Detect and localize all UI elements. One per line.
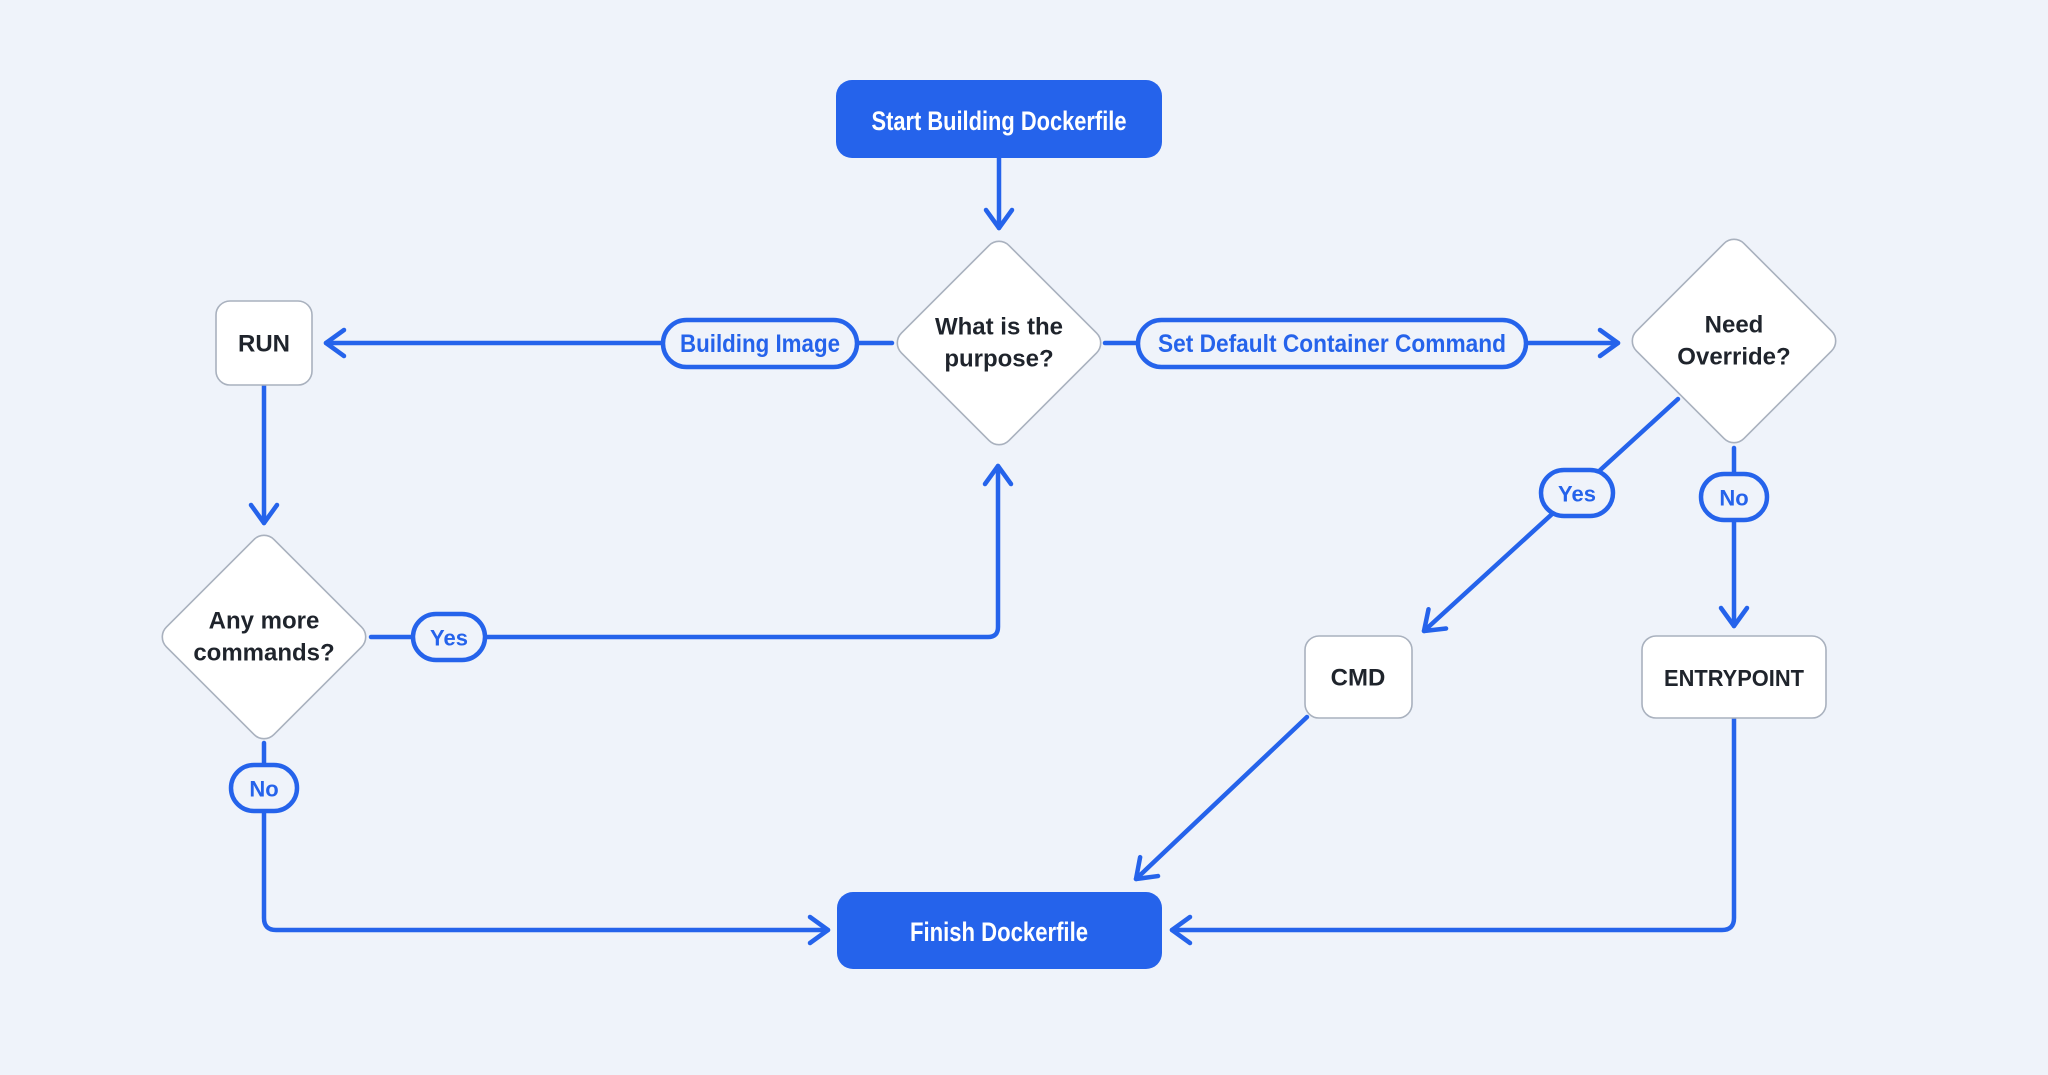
edge-cmd-to-finish [1133,714,1310,882]
edge-label-any-more-no: No [228,762,300,814]
override-yes-pill [1538,467,1616,519]
entrypoint-box [1641,635,1827,719]
run-box [215,300,313,386]
entrypoint-label: ENTRYPOINT [1664,665,1804,691]
node-run: RUN [215,300,313,386]
purpose-label-line1: What is the [935,314,1063,341]
building-image-label: Building Image [680,330,840,358]
edge-any-more-no-to-finish [261,740,831,946]
building-image-pill [660,317,860,370]
override-no-label: No [1719,486,1748,511]
run-label: RUN [238,331,290,358]
node-need-override-decision: Need Override? [1631,238,1837,444]
edge-override-yes-to-cmd [1421,396,1681,634]
need-override-label-line2: Override? [1677,344,1790,371]
finish-box [837,892,1162,969]
finish-label: Finish Dockerfile [910,917,1088,947]
any-more-label-line1: Any more [209,608,320,635]
node-entrypoint: ENTRYPOINT [1641,635,1827,719]
any-more-diamond [161,534,367,740]
override-no-pill [1698,471,1770,523]
edge-label-override-no: No [1698,471,1770,523]
node-start: Start Building Dockerfile [836,80,1162,158]
any-more-yes-pill [410,611,488,663]
edge-entrypoint-to-finish [1169,715,1737,946]
purpose-label-line2: purpose? [944,346,1053,373]
edge-any-more-yes-loop [368,463,1014,640]
cmd-label: CMD [1331,665,1386,692]
set-default-label: Set Default Container Command [1158,330,1506,358]
need-override-diamond [1631,238,1837,444]
edge-label-any-more-yes: Yes [410,611,488,663]
need-override-label-line1: Need [1705,312,1764,339]
start-box [836,80,1162,158]
start-label: Start Building Dockerfile [872,106,1127,136]
edge-label-set-default: Set Default Container Command [1135,317,1529,370]
any-more-no-pill [228,762,300,814]
any-more-label-line2: commands? [193,640,334,667]
set-default-pill [1135,317,1529,370]
node-finish: Finish Dockerfile [837,892,1162,969]
cmd-box [1304,635,1413,719]
node-cmd: CMD [1304,635,1413,719]
node-any-more-decision: Any more commands? [161,534,367,740]
edge-label-building-image: Building Image [660,317,860,370]
override-yes-label: Yes [1558,482,1596,507]
edge-label-override-yes: Yes [1538,467,1616,519]
any-more-no-label: No [249,777,278,802]
purpose-diamond [896,240,1102,446]
node-purpose-decision: What is the purpose? [896,240,1102,446]
any-more-yes-label: Yes [430,626,468,651]
